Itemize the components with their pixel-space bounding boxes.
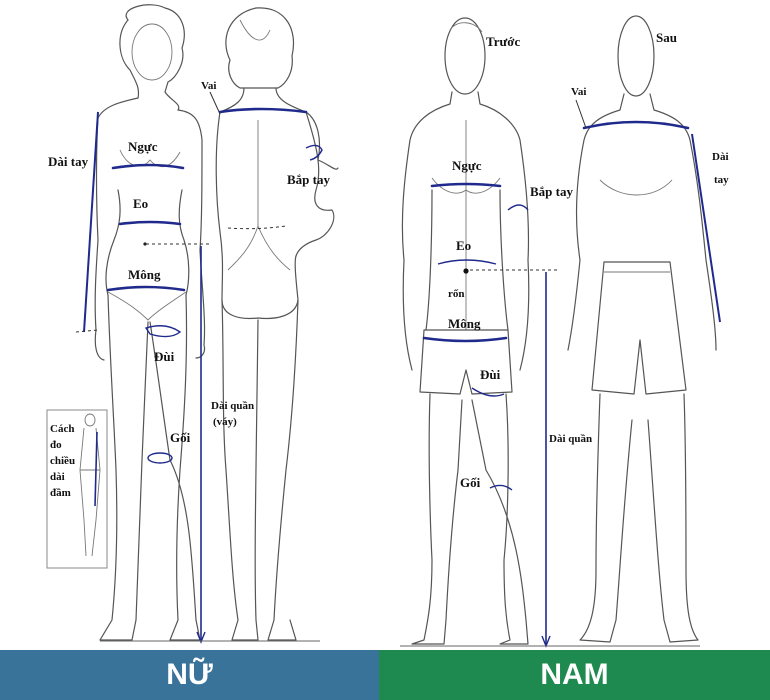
- men-front-figure: [401, 17, 560, 648]
- men-pants-length-label: Dài quần: [549, 433, 592, 445]
- women-waist-label: Eo: [133, 196, 148, 211]
- men-sleeve-label-2: tay: [714, 174, 729, 186]
- women-chest-label: Ngực: [128, 139, 158, 154]
- dress-length-inset: Cách đo chiều dài đầm: [46, 409, 108, 569]
- women-pants-length-label: Dài quần: [211, 400, 254, 412]
- men-back-label: Sau: [656, 30, 677, 45]
- inset-caption-line-3: chiều: [50, 455, 75, 467]
- body-measurement-diagram: Dài tay Ngực Eo Mông Đùi Gối Vai Bắp tay…: [46, 4, 729, 648]
- women-back-figure: [215, 7, 339, 641]
- men-shoulder-label: Vai: [571, 86, 587, 98]
- men-back-figure: [567, 15, 721, 643]
- men-waist-label: Eo: [456, 238, 471, 253]
- women-thigh-label: Đùi: [154, 349, 175, 364]
- inset-caption-line-5: đầm: [50, 487, 71, 499]
- men-front-label: Trước: [486, 34, 520, 49]
- women-bicep-label: Bắp tay: [287, 172, 330, 187]
- inset-caption-line-2: đo: [50, 439, 62, 451]
- tab-women[interactable]: NỮ: [0, 650, 379, 700]
- men-thigh-label: Đùi: [480, 367, 501, 382]
- women-dress-length-label: (váy): [213, 416, 237, 428]
- tab-men-label: NAM: [540, 658, 609, 691]
- men-sleeve-label-1: Dài: [712, 151, 729, 163]
- men-knee-label: Gối: [460, 475, 481, 490]
- women-shoulder-label: Vai: [201, 80, 217, 92]
- inset-caption-line-4: dài: [50, 471, 65, 483]
- women-front-figure: [75, 4, 212, 644]
- women-sleeve-label: Dài tay: [48, 154, 89, 169]
- men-hip-label: Mông: [448, 316, 481, 331]
- tab-women-label: NỮ: [166, 658, 213, 691]
- men-navel-label: rốn: [448, 288, 465, 300]
- women-knee-label: Gối: [170, 430, 191, 445]
- men-bicep-label: Bắp tay: [530, 184, 573, 199]
- women-hip-label: Mông: [128, 267, 161, 282]
- tab-men[interactable]: NAM: [379, 650, 770, 700]
- inset-caption-line-1: Cách: [50, 423, 74, 435]
- men-chest-label: Ngực: [452, 158, 482, 173]
